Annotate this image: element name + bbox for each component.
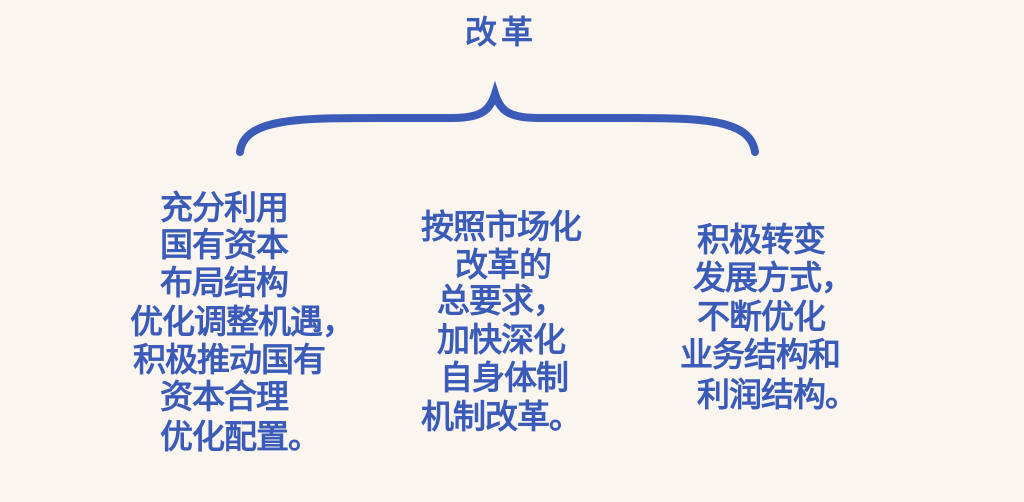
text-line: 优化调整机遇， bbox=[130, 302, 355, 341]
text-line: 积极转变 bbox=[697, 220, 826, 259]
text-line: 机制改革。 bbox=[421, 397, 582, 436]
text-line: 发展方式， bbox=[693, 258, 854, 297]
text-line: 改革的 bbox=[455, 245, 552, 284]
text-line: 业务结构和 bbox=[680, 335, 841, 374]
text-line: 充分利用 bbox=[160, 188, 289, 227]
text-line: 国有资本 bbox=[160, 225, 289, 264]
text-line: 优化配置。 bbox=[160, 417, 321, 456]
diagram-title: 改革 bbox=[465, 13, 538, 51]
text-line: 不断优化 bbox=[697, 297, 826, 336]
text-line: 加快深化 bbox=[437, 320, 566, 359]
text-line: 积极推动国有 bbox=[133, 340, 326, 379]
text-line: 利润结构。 bbox=[697, 375, 858, 414]
text-line: 自身体制 bbox=[440, 358, 569, 397]
text-line: 按照市场化 bbox=[421, 207, 582, 246]
text-line: 布局结构 bbox=[160, 263, 289, 302]
text-line: 总要求， bbox=[437, 281, 566, 320]
text-line: 资本合理 bbox=[160, 377, 289, 416]
